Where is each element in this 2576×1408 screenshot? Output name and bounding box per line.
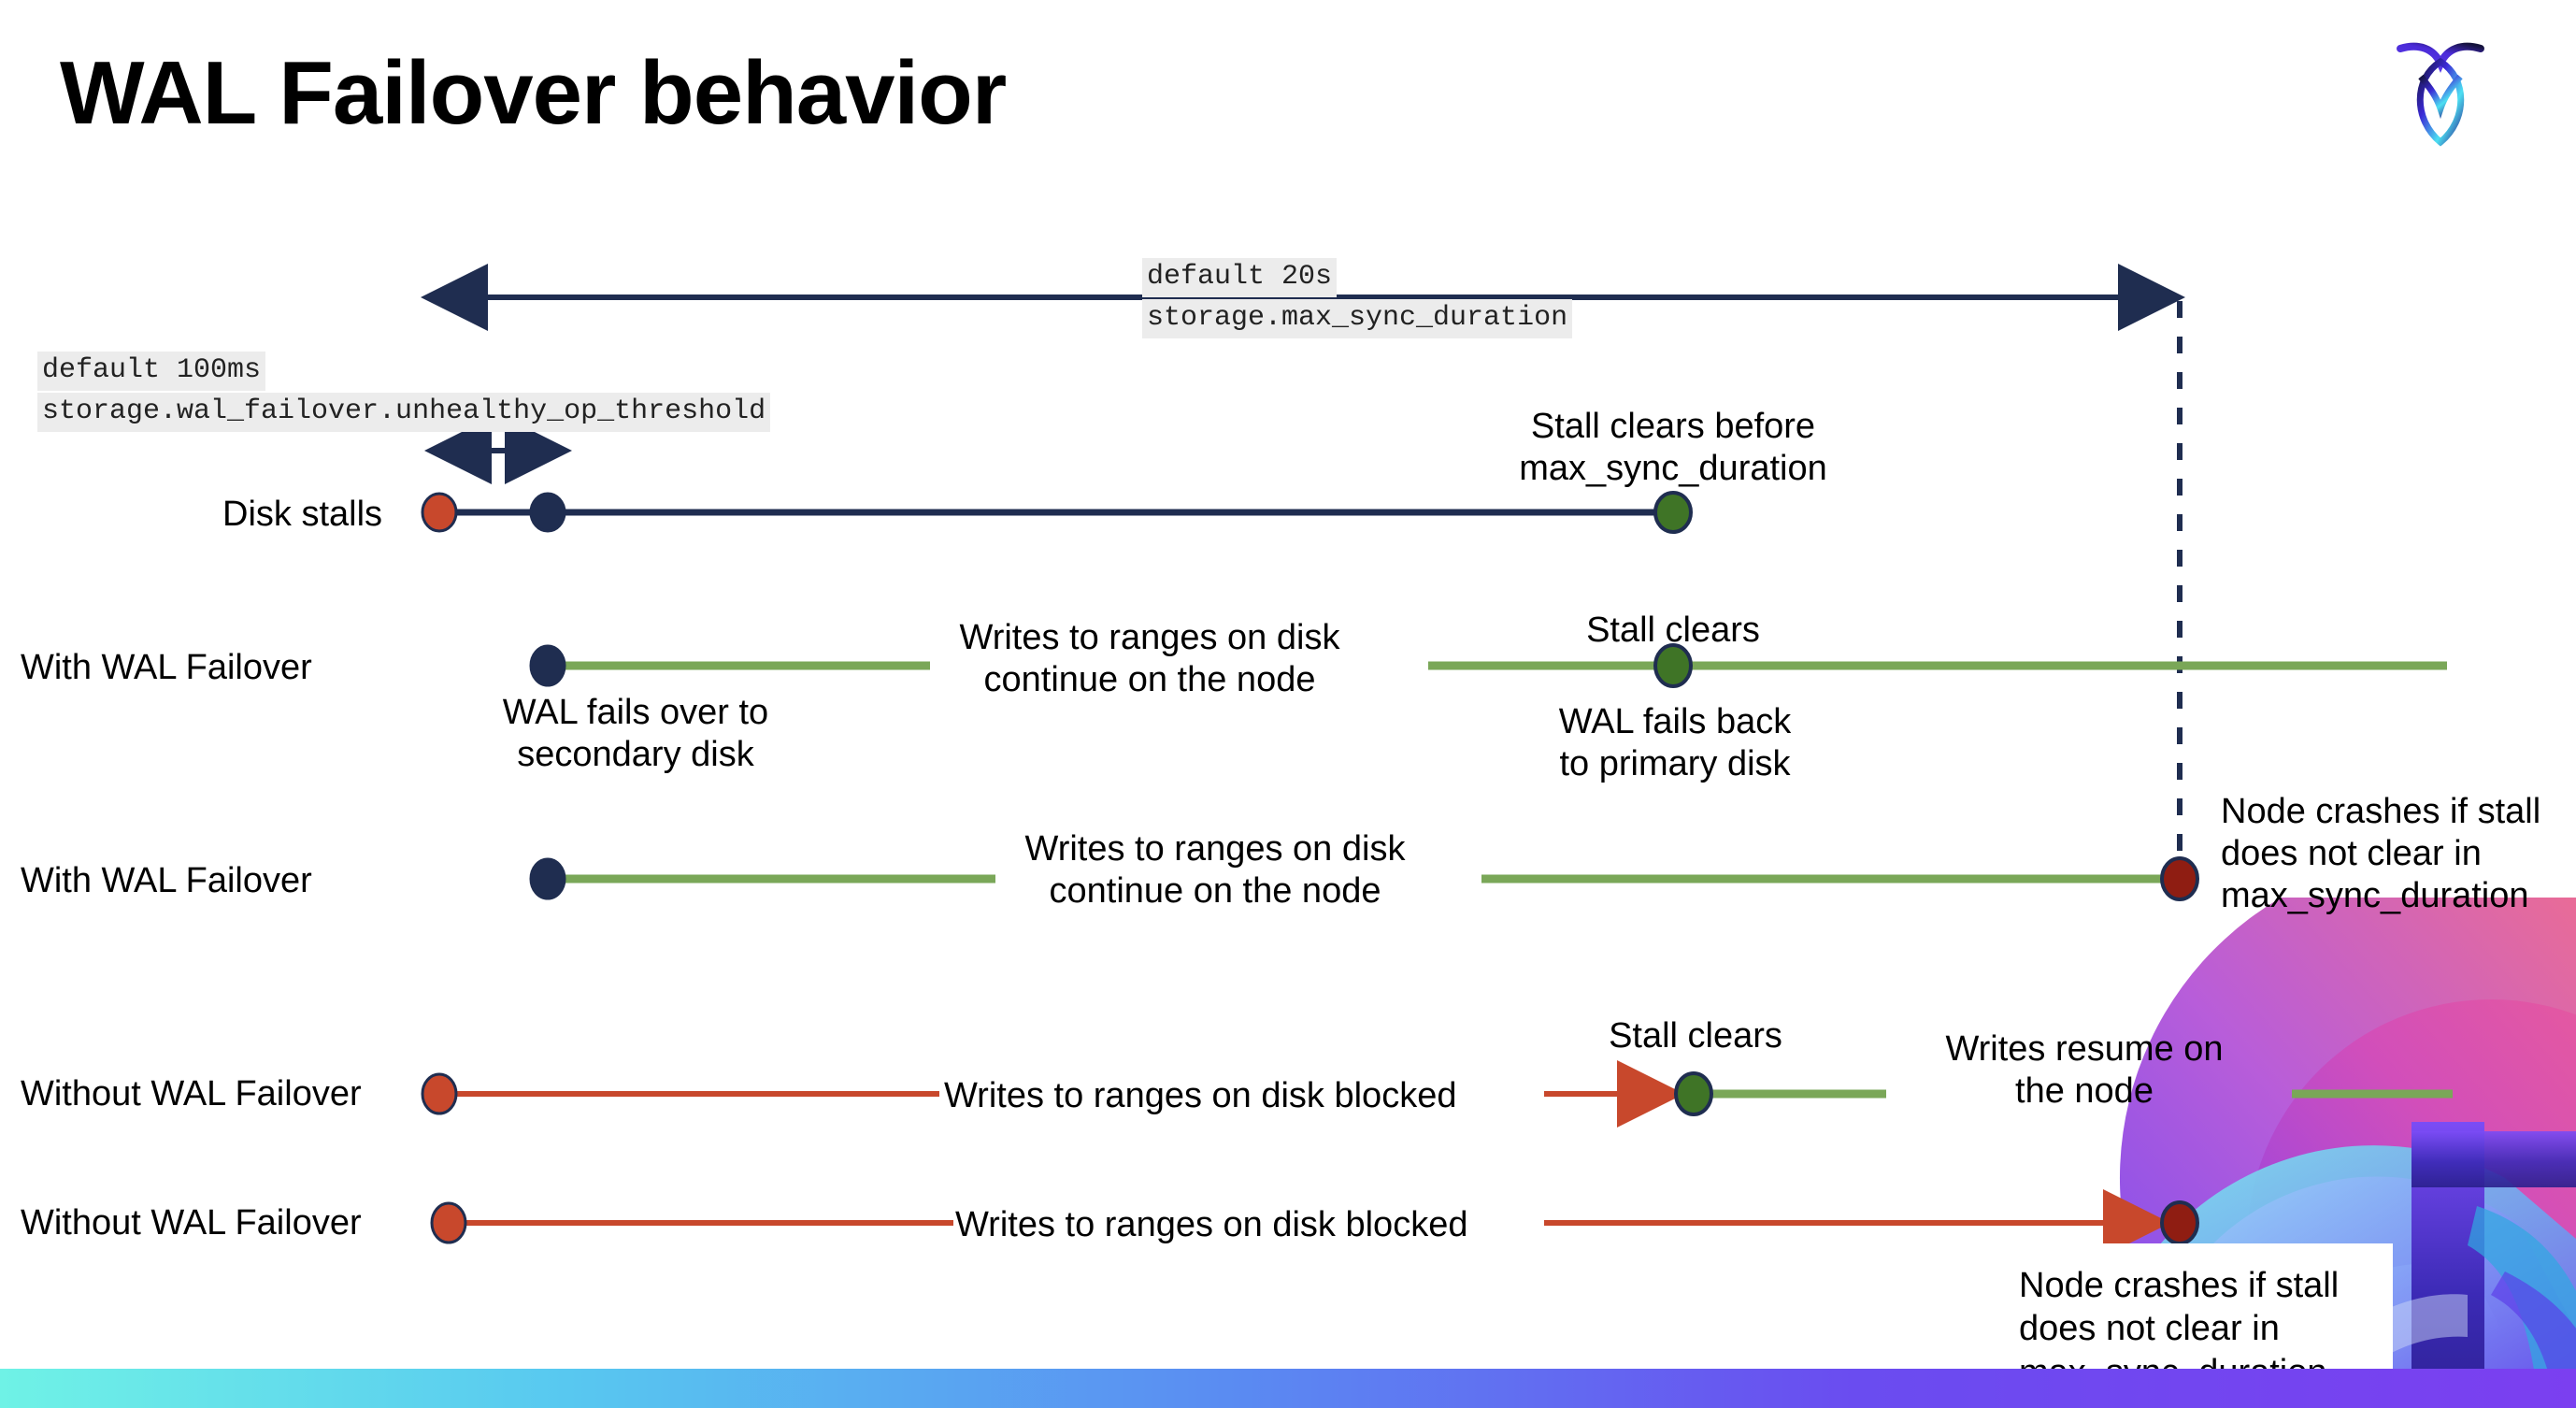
note-writes-continue-2-line2: continue on the node: [1049, 870, 1381, 911]
disk-stall-start-dot-row4: [421, 1072, 458, 1115]
note-writes-resume: Writes resume on the node: [1925, 1028, 2243, 1113]
node-crash-red-dot-row3: [2160, 856, 2199, 901]
disk-stall-start-dot: [421, 492, 458, 533]
row-label-with-wal-failover-2: With WAL Failover: [21, 861, 312, 900]
note-writes-blocked-2: Writes to ranges on disk blocked: [955, 1205, 1468, 1244]
note-stall-clears-before: Stall clears before max_sync_duration: [1496, 406, 1851, 490]
wal-failover-start-dot-row2: [529, 644, 566, 687]
note-wal-fails-over-line1: WAL fails over to: [502, 693, 769, 732]
note-writes-blocked-1: Writes to ranges on disk blocked: [944, 1076, 1457, 1115]
note-writes-continue-2-line1: Writes to ranges on disk: [1024, 829, 1406, 869]
note-wal-fails-over-line2: secondary disk: [517, 734, 754, 774]
note-writes-continue-2: Writes to ranges on disk continue on the…: [1000, 828, 1430, 912]
wal-failover-trigger-dot: [529, 492, 566, 533]
note-node-crashes-1-line1: Node crashes if stall: [2221, 792, 2541, 831]
stall-clears-green-dot-row2: [1653, 643, 1693, 688]
unhealthy-op-threshold-setting: storage.wal_failover.unhealthy_op_thresh…: [37, 393, 771, 432]
note-stall-clears-before-line2: max_sync_duration: [1519, 448, 1827, 488]
note-writes-continue-1-line1: Writes to ranges on disk: [959, 618, 1340, 657]
max-sync-duration-default: default 20s: [1142, 258, 1338, 297]
row-label-disk-stalls: Disk stalls: [222, 495, 383, 534]
note-stall-clears-before-line1: Stall clears before: [1530, 407, 1816, 446]
node-crash-red-dot-row5: [2160, 1200, 2199, 1245]
disk-stall-start-dot-row5: [430, 1201, 467, 1244]
note-stall-clears-row4: Stall clears: [1609, 1016, 1782, 1056]
unhealthy-op-threshold-default: default 100ms: [37, 352, 266, 391]
note-node-crashes-2-line1: Node crashes if stall: [2019, 1266, 2340, 1305]
note-writes-resume-line2: the node: [2015, 1070, 2154, 1111]
note-node-crashes-2: Node crashes if stall does not clear in …: [2019, 1264, 2339, 1394]
page-title: WAL Failover behavior: [60, 43, 1007, 143]
note-wal-fails-back-line2: to primary disk: [1559, 743, 1791, 783]
row-label-without-wal-failover-1: Without WAL Failover: [21, 1074, 362, 1113]
stall-clears-green-dot-row1: [1653, 491, 1693, 534]
stall-clears-green-dot-row4: [1674, 1071, 1713, 1116]
note-writes-continue-1-line2: continue on the node: [983, 659, 1316, 699]
note-node-crashes-1: Node crashes if stall does not clear in …: [2221, 791, 2576, 916]
wal-failover-start-dot-row3: [529, 857, 566, 900]
row-label-with-wal-failover-1: With WAL Failover: [21, 648, 312, 687]
note-writes-resume-line1: Writes resume on: [1945, 1029, 2224, 1069]
note-node-crashes-1-line3: max_sync_duration: [2221, 875, 2529, 915]
note-stall-clears-row2: Stall clears: [1586, 611, 1760, 650]
note-wal-fails-back-line1: WAL fails back: [1558, 702, 1792, 741]
note-node-crashes-1-line2: does not clear in: [2221, 833, 2482, 873]
row-label-without-wal-failover-2: Without WAL Failover: [21, 1203, 362, 1243]
max-sync-duration-setting: storage.max_sync_duration: [1142, 299, 1573, 338]
note-writes-continue-1: Writes to ranges on disk continue on the…: [935, 617, 1365, 701]
bottom-gradient-bar: [0, 1369, 2576, 1408]
note-wal-fails-back: WAL fails back to primary disk: [1516, 701, 1834, 785]
cockroachdb-logo-icon: [2397, 42, 2484, 147]
note-node-crashes-2-line2: does not clear in: [2019, 1309, 2280, 1349]
note-wal-fails-over: WAL fails over to secondary disk: [477, 692, 794, 776]
